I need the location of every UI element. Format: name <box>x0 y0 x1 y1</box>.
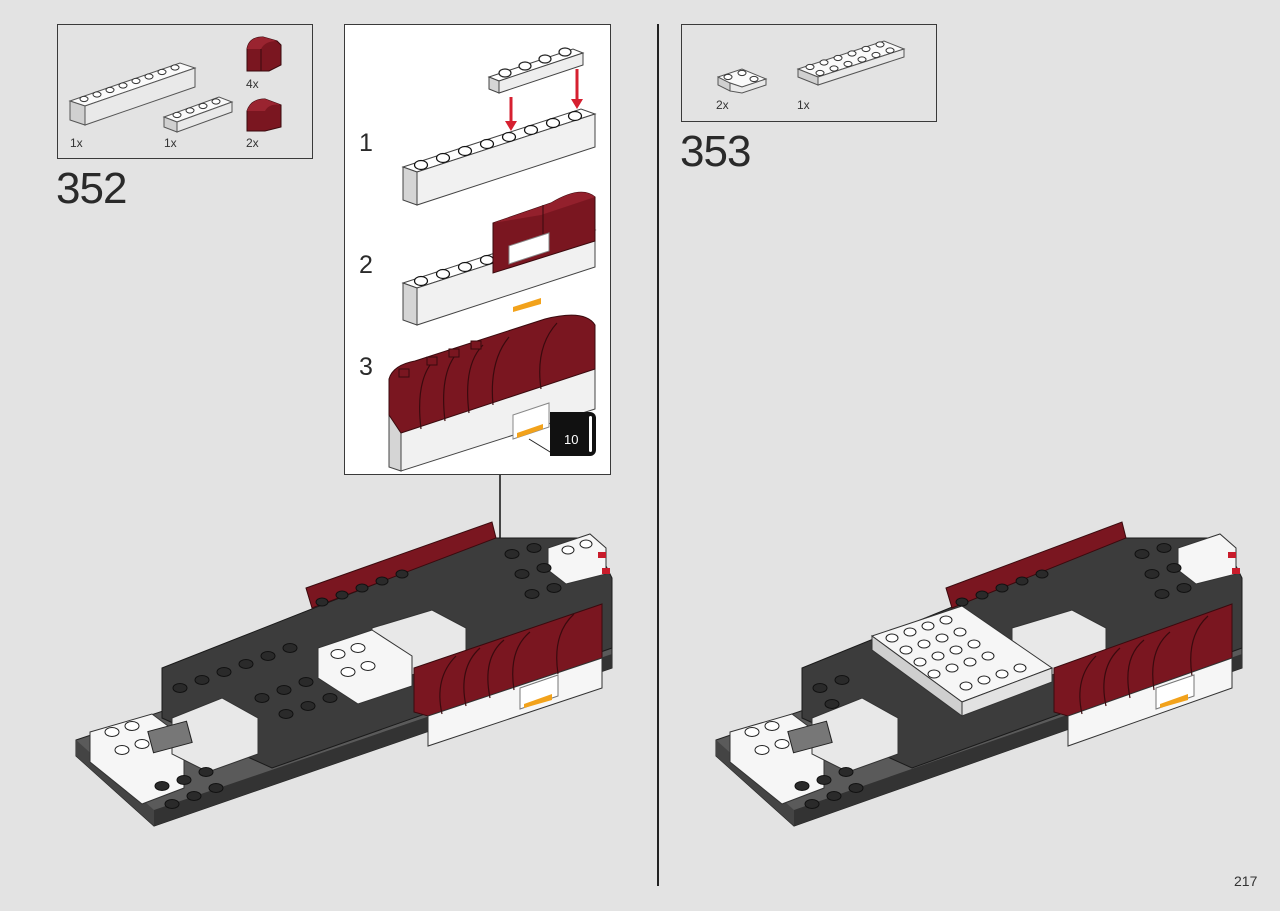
part-quantity: 1x <box>164 136 177 150</box>
substep-number: 1 <box>359 129 373 157</box>
part-quantity: 1x <box>70 136 83 150</box>
page-number: 217 <box>1234 873 1258 889</box>
white-plate-1x4-icon <box>162 96 234 133</box>
white-plate-1x8-icon <box>68 62 197 126</box>
step-number: 353 <box>680 127 751 176</box>
white-plate-2x6-icon <box>796 40 906 86</box>
white-corner-plate-icon <box>716 68 768 94</box>
dark-red-curved-slope-icon <box>246 98 282 132</box>
parts-list-box-352: 1x 1x 4x 2x <box>57 24 313 159</box>
substep-number: 2 <box>359 251 373 279</box>
substep-3-illustration <box>388 314 596 472</box>
model-illustration-352 <box>75 521 613 827</box>
step-number: 352 <box>56 164 127 213</box>
part-quantity: 1x <box>797 98 810 112</box>
substep-1-illustration <box>401 47 597 206</box>
parts-list-box-353: 2x 1x <box>681 24 937 122</box>
dark-red-curved-slope-icon <box>246 36 282 72</box>
model-illustration-353 <box>715 521 1243 827</box>
part-quantity: 4x <box>246 77 259 91</box>
substep-2-illustration <box>401 191 597 326</box>
sticker-badge: 10 <box>550 412 596 456</box>
page-divider <box>657 24 659 886</box>
sticker-number: 10 <box>564 432 579 447</box>
part-quantity: 2x <box>716 98 729 112</box>
part-quantity: 2x <box>246 136 259 150</box>
substep-number: 3 <box>359 353 373 381</box>
subassembly-callout-box: 1 2 3 <box>344 24 611 475</box>
